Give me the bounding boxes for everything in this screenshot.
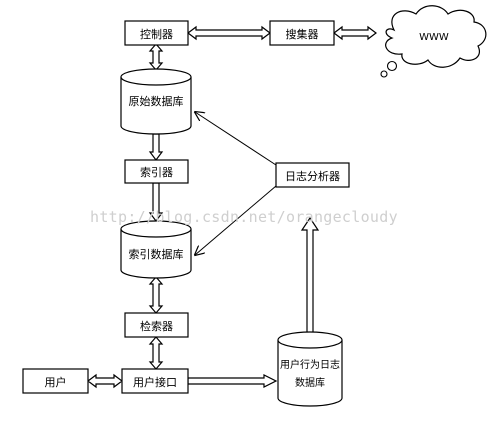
raw-database-node: 原始数据库 xyxy=(120,68,192,135)
indexdb-retriever-double-arrow xyxy=(148,276,164,314)
controller-node: 控制器 xyxy=(124,20,189,46)
retriever-userinterface-double-arrow xyxy=(148,336,164,370)
userinterface-logdb-arrow xyxy=(187,374,278,388)
crawler-www-double-arrow xyxy=(333,25,377,41)
index-database-label: 索引数据库 xyxy=(129,247,184,261)
behavior-log-database-label-line1: 用户行为日志 xyxy=(280,358,340,371)
logdb-loganalyzer-arrow xyxy=(300,216,320,341)
log-analyzer-label: 日志分析器 xyxy=(285,169,340,183)
controller-rawdb-double-arrow xyxy=(148,43,164,71)
controller-label: 控制器 xyxy=(140,27,173,41)
raw-database-label: 原始数据库 xyxy=(129,94,184,108)
behavior-log-database-label-line2: 数据库 xyxy=(295,376,325,389)
rawdb-indexer-arrow xyxy=(148,133,164,161)
crawler-label: 搜集器 xyxy=(286,27,319,41)
retriever-label: 检索器 xyxy=(140,319,173,333)
behavior-log-database-node: 用户行为日志 数据库 xyxy=(277,331,343,407)
loganalyzer-indexdb-arrow xyxy=(195,185,277,255)
user-label: 用户 xyxy=(45,375,67,389)
indexer-indexdb-arrow xyxy=(148,182,164,222)
indexer-label: 索引器 xyxy=(140,165,173,179)
www-cloud-node: WWW xyxy=(380,5,487,78)
retriever-node: 检索器 xyxy=(124,312,189,338)
loganalyzer-rawdb-arrow xyxy=(195,112,277,166)
indexer-node: 索引器 xyxy=(124,159,189,184)
www-label: WWW xyxy=(419,32,449,43)
watermark: http://blog.csdn.net/orangecloudy xyxy=(90,208,398,226)
user-node: 用户 xyxy=(22,368,89,394)
user-interface-label: 用户接口 xyxy=(133,375,177,389)
controller-crawler-double-arrow xyxy=(187,25,271,41)
log-analyzer-node: 日志分析器 xyxy=(275,162,350,188)
index-database-node: 索引数据库 xyxy=(120,220,192,279)
user-interface-node: 用户接口 xyxy=(121,368,189,394)
user-userinterface-double-arrow xyxy=(87,373,123,389)
crawler-node: 搜集器 xyxy=(269,20,335,46)
